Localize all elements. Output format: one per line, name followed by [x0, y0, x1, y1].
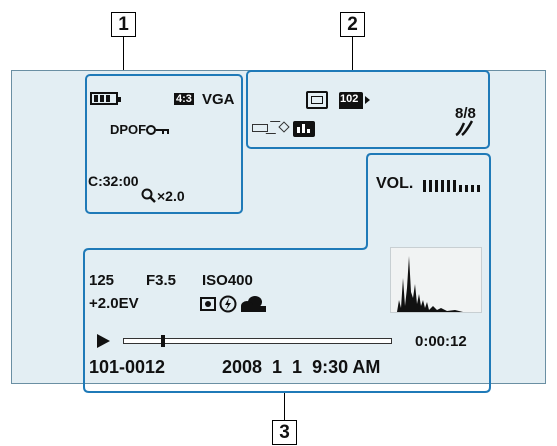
playback-time: 0:00:12 — [415, 333, 467, 350]
cloudy-icon — [238, 294, 268, 312]
volume-bar — [441, 180, 444, 192]
volume-bar — [423, 180, 426, 192]
volume-bar — [429, 180, 432, 192]
volume-bar — [477, 185, 480, 192]
playback-progress-thumb[interactable] — [161, 335, 165, 347]
play-icon[interactable] — [97, 334, 110, 348]
volume-bar — [459, 185, 462, 192]
volume-label: VOL. — [376, 175, 413, 193]
flash-off-icon — [219, 295, 237, 313]
shutter-speed: 125 — [89, 272, 114, 289]
volume-bar — [435, 180, 438, 192]
exposure-value: +2.0EV — [89, 295, 139, 312]
spot-metering-icon — [200, 297, 216, 311]
file-number: 101-0012 — [89, 357, 165, 378]
aperture-value: F3.5 — [146, 272, 176, 289]
histogram — [390, 247, 482, 313]
volume-bar — [453, 180, 456, 192]
recording-date: 2008 1 1 9:30 AM — [222, 357, 380, 378]
volume-meter — [423, 176, 483, 192]
volume-bar — [465, 185, 468, 192]
volume-bar — [447, 180, 450, 192]
iso-value: ISO400 — [202, 272, 253, 289]
volume-bar — [471, 185, 474, 192]
